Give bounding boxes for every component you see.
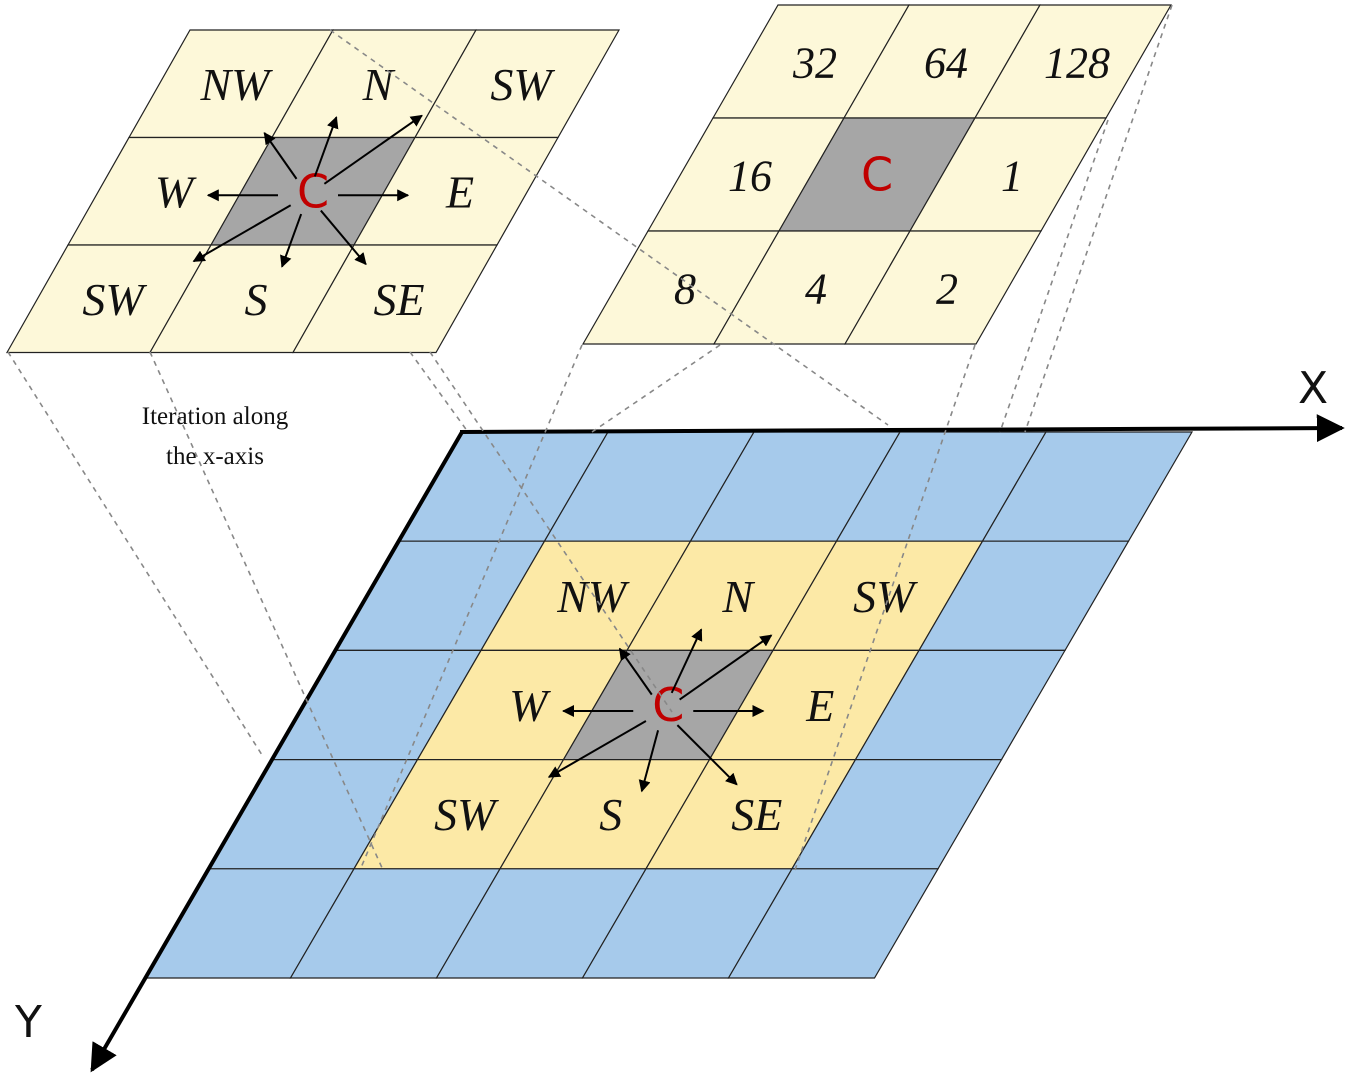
code-value-label: 32 bbox=[792, 39, 837, 88]
code-value-label: 128 bbox=[1044, 39, 1110, 88]
main-arrow-ne bbox=[679, 634, 773, 701]
axes: X Y bbox=[14, 363, 1345, 1073]
projection-guide-line bbox=[149, 351, 384, 871]
code-value-label: 2 bbox=[936, 265, 958, 314]
code-grid-cell bbox=[843, 230, 1043, 345]
direction-label: E bbox=[445, 166, 474, 217]
direction-arrow-s bbox=[280, 213, 303, 268]
direction-arrow-sw bbox=[192, 204, 292, 263]
y-axis bbox=[90, 430, 464, 1073]
main-arrow-se bbox=[676, 724, 738, 786]
main-arrow-nw bbox=[618, 647, 653, 696]
code-value-label: 1 bbox=[1001, 152, 1023, 201]
direction-label: SW bbox=[490, 59, 555, 110]
projection-guide-line bbox=[429, 351, 673, 713]
direction-label: N bbox=[362, 59, 396, 110]
direction-label: W bbox=[155, 166, 197, 217]
direction-center-label: C bbox=[297, 164, 329, 218]
y-axis-label: Y bbox=[14, 997, 42, 1048]
direction-label: SW bbox=[82, 274, 147, 325]
direction-label: SE bbox=[373, 274, 424, 325]
main-grid-cell bbox=[727, 868, 940, 979]
main-direction-label: E bbox=[805, 680, 834, 731]
x-axis-label: X bbox=[1298, 363, 1328, 414]
caption: Iteration along the x-axis bbox=[142, 403, 289, 470]
direction-grid-cell bbox=[291, 244, 499, 354]
code-value-label: 16 bbox=[728, 152, 772, 201]
projection-guide-line bbox=[794, 344, 976, 871]
projection-guide-line bbox=[329, 29, 889, 426]
main-arrow-sw bbox=[547, 720, 647, 778]
direction-label: S bbox=[245, 274, 268, 325]
direction-arrow-ne bbox=[323, 114, 423, 185]
direction-arrow-nw bbox=[263, 132, 298, 180]
direction-arrow-se bbox=[320, 209, 367, 266]
main-grid: NW N SW W C E SW S SE bbox=[143, 431, 1194, 979]
main-arrow-n bbox=[670, 628, 703, 694]
projection-guide-line bbox=[591, 344, 721, 433]
code-value-label: 8 bbox=[674, 265, 696, 314]
flow-code-grid: 32 64 128 16 C 1 8 4 2 bbox=[581, 4, 1173, 345]
main-direction-label: SW bbox=[853, 571, 918, 622]
main-direction-label: NW bbox=[556, 571, 630, 622]
caption-line-2: the x-axis bbox=[166, 443, 264, 470]
main-direction-label: N bbox=[721, 571, 755, 622]
code-value-label: 4 bbox=[805, 265, 827, 314]
projection-guide-line bbox=[409, 351, 469, 433]
main-direction-label: W bbox=[509, 680, 551, 731]
main-direction-label: SW bbox=[434, 789, 499, 840]
direction-label: NW bbox=[200, 59, 274, 110]
direction-arrow-n bbox=[313, 116, 339, 177]
x-axis bbox=[459, 414, 1345, 443]
main-arrow-s bbox=[638, 730, 660, 793]
main-direction-label: S bbox=[599, 789, 622, 840]
direction-grid: NW N SW W C E SW S SE bbox=[5, 29, 621, 354]
main-direction-label: SE bbox=[731, 789, 782, 840]
main-center-label: C bbox=[652, 678, 684, 732]
caption-line-1: Iteration along bbox=[142, 403, 289, 430]
code-center-label: C bbox=[861, 148, 893, 202]
projection-guides bbox=[7, 4, 1173, 871]
code-value-label: 64 bbox=[924, 39, 968, 88]
